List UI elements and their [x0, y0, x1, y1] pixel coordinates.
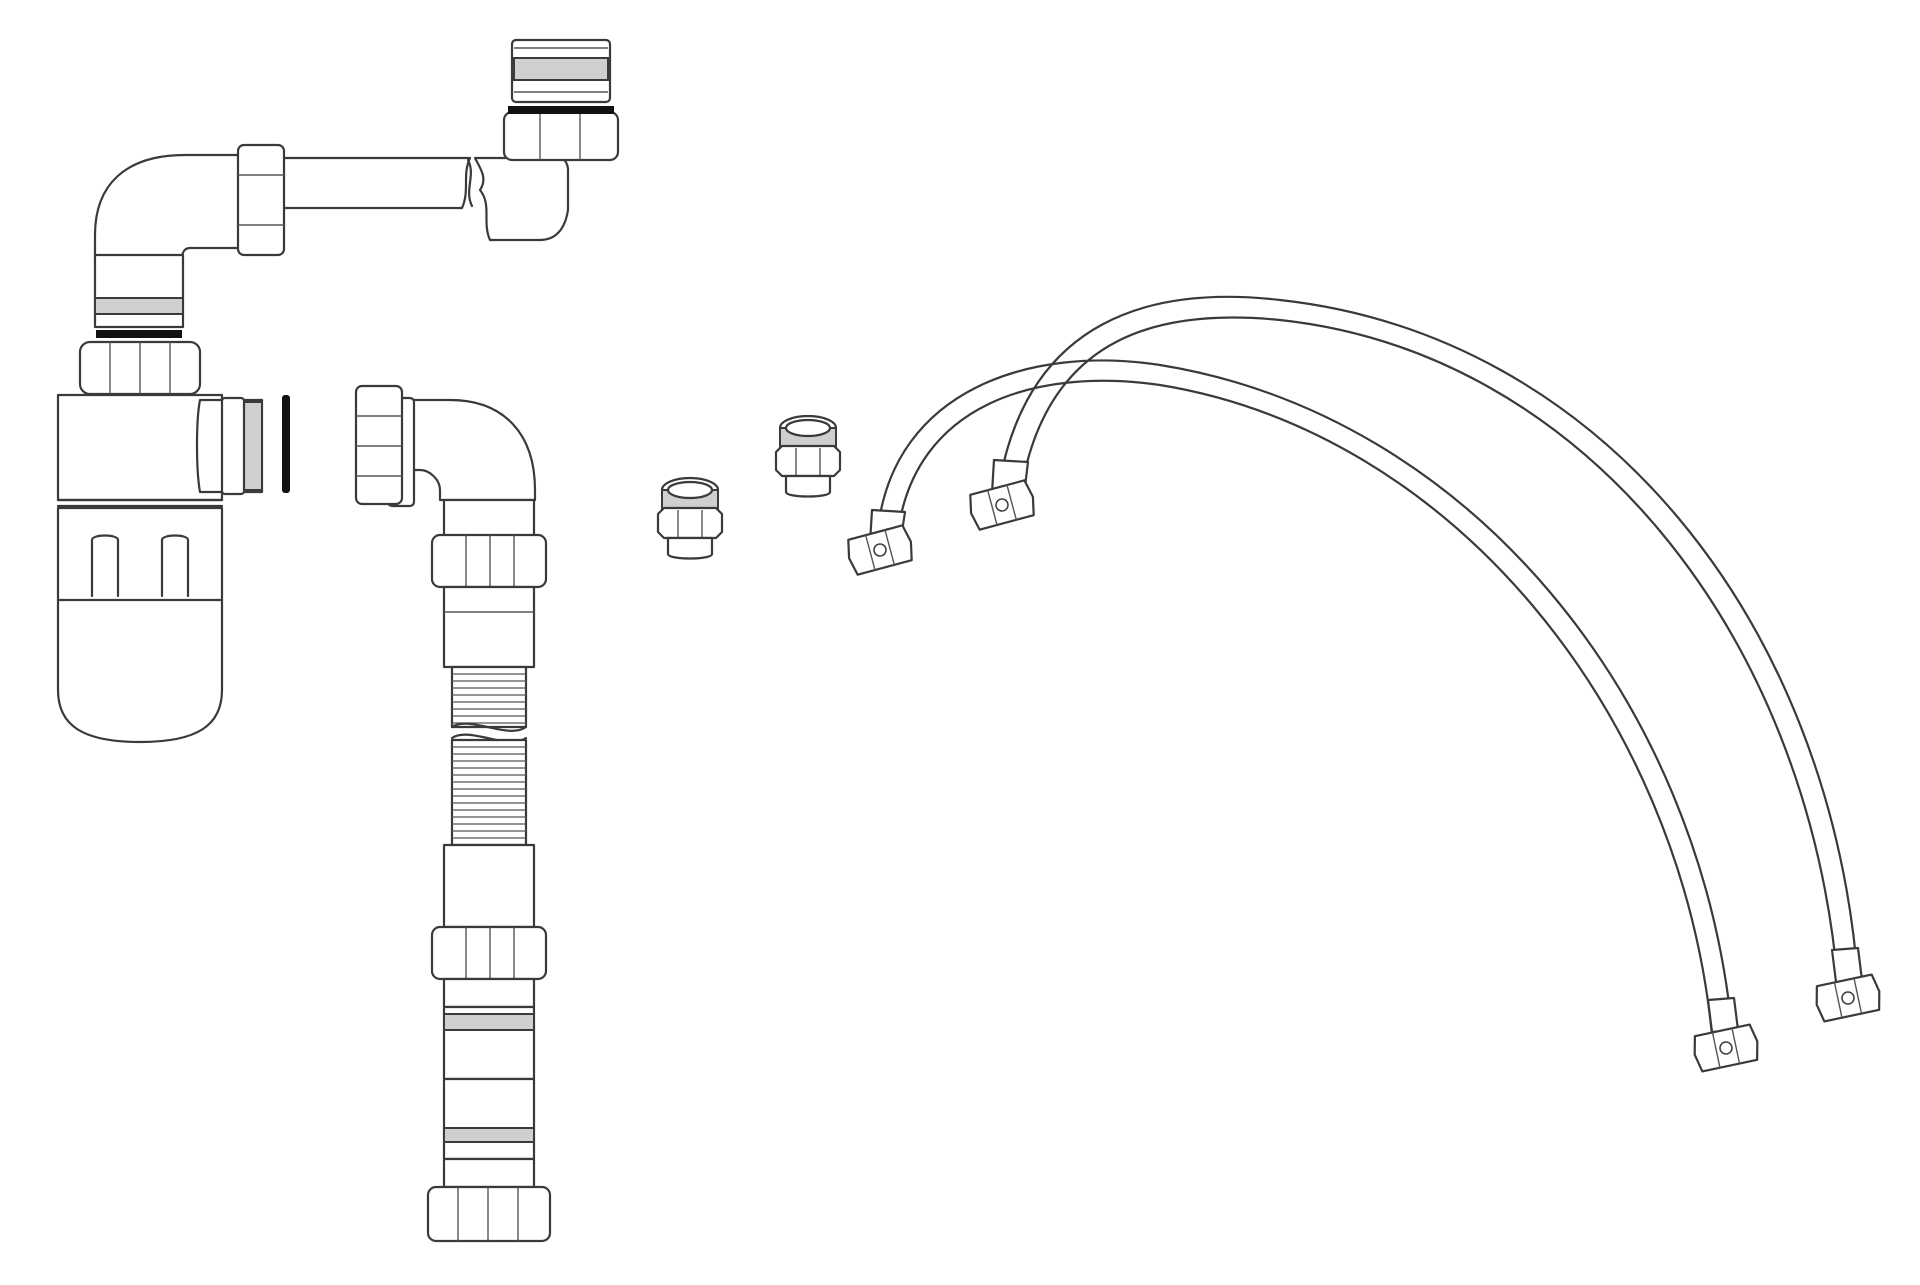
horizontal-pipe-icon: [278, 156, 472, 210]
hose-nut-icon: [1815, 973, 1881, 1023]
bottle-trap-icon: [56, 253, 290, 744]
bottom-nut-icon: [426, 1185, 552, 1243]
top-nut-icon: [502, 110, 620, 162]
hose-nut-icon: [847, 524, 913, 576]
adapter-icon: [656, 476, 724, 560]
flex-pipe-icon: [354, 384, 552, 1243]
adapter-icon: [774, 414, 842, 498]
hose-nut-icon: [1693, 1023, 1759, 1073]
pipe-nut-icon: [236, 143, 286, 257]
hose-icon: [847, 295, 1881, 1073]
top-pipe-assembly: [93, 38, 620, 260]
hose-nut-icon: [969, 479, 1035, 531]
outlet-elbow-icon: [398, 398, 537, 502]
outlet-nut-icon: [354, 384, 404, 506]
flex-nut-icon: [430, 925, 548, 981]
left-elbow-icon: [93, 153, 242, 260]
flex-nut-icon: [430, 533, 548, 589]
